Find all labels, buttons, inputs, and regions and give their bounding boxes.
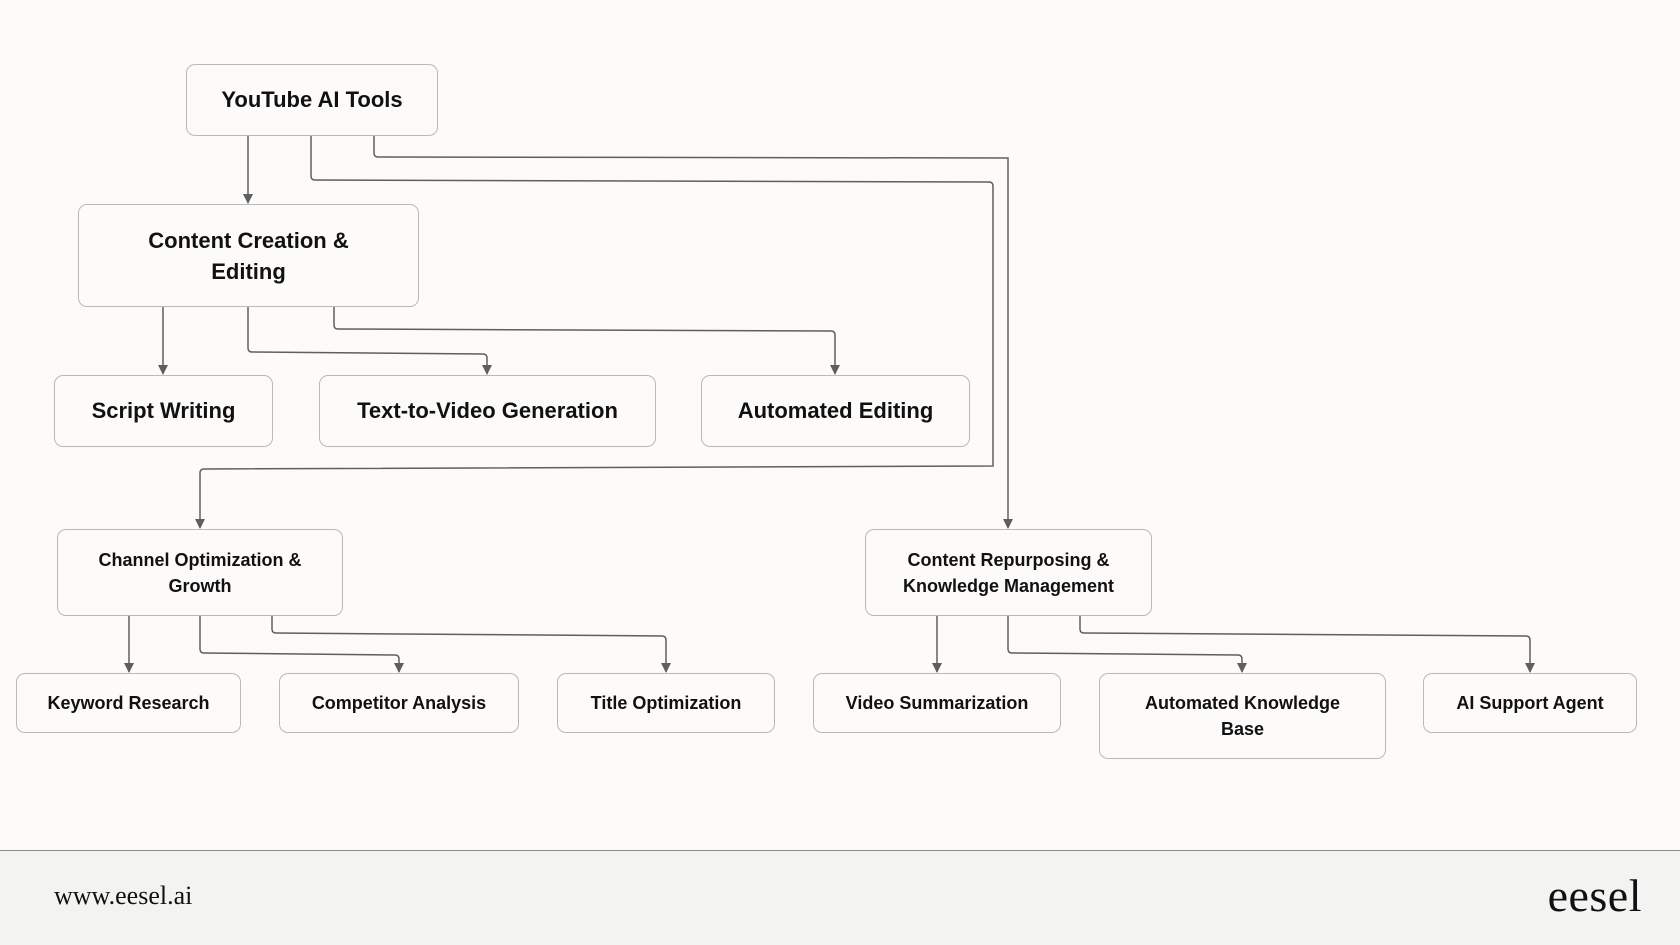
node-keyword-research: Keyword Research [16, 673, 241, 733]
edge-content-repurposing-to-automated-knowledge-base [1007, 616, 1247, 673]
edge-channel-optimization-to-title-optimization [271, 616, 671, 673]
node-title-optimization: Title Optimization [557, 673, 775, 733]
node-label: Title Optimization [590, 693, 742, 713]
node-label: Video Summarization [845, 693, 1029, 713]
edge-content-creation-to-text-to-video [247, 307, 492, 375]
node-label: Channel Optimization & Growth [98, 549, 302, 596]
node-script-writing: Script Writing [54, 375, 273, 447]
edge-root-to-content-repurposing [373, 136, 1013, 529]
node-label: YouTube AI Tools [221, 87, 403, 112]
node-text-to-video-generation: Text-to-Video Generation [319, 375, 656, 447]
node-label: Automated Editing [737, 398, 934, 423]
node-ai-support-agent: AI Support Agent [1423, 673, 1637, 733]
node-channel-optimization-growth: Channel Optimization & Growth [57, 529, 343, 616]
node-label: AI Support Agent [1456, 693, 1604, 713]
node-automated-editing: Automated Editing [701, 375, 970, 447]
edge-content-repurposing-to-ai-support-agent [1079, 616, 1535, 673]
node-label: Content Repurposing & Knowledge Manageme… [902, 549, 1115, 596]
node-label: Automated Knowledge Base [1144, 693, 1340, 739]
connector-lines [124, 136, 1535, 673]
edge-channel-optimization-to-competitor-analysis [199, 616, 404, 673]
edge-content-creation-to-automated-editing [333, 307, 840, 375]
eesel-logo: eesel [1547, 870, 1642, 921]
node-label: Competitor Analysis [311, 693, 487, 713]
edge-root-to-channel-optimization [195, 136, 994, 529]
footer-website-link[interactable]: www.eesel.ai [54, 881, 193, 910]
node-label: Text-to-Video Generation [357, 398, 618, 423]
footer-bar: www.eesel.ai eesel [0, 850, 1680, 945]
node-automated-knowledge-base: Automated Knowledge Base [1099, 673, 1386, 759]
hierarchy-diagram: YouTube AI Tools Content Creation & Edit… [16, 64, 1637, 759]
node-video-summarization: Video Summarization [813, 673, 1061, 733]
node-label: Keyword Research [47, 693, 210, 713]
node-content-repurposing-knowledge-management: Content Repurposing & Knowledge Manageme… [865, 529, 1152, 616]
node-youtube-ai-tools: YouTube AI Tools [186, 64, 438, 136]
node-competitor-analysis: Competitor Analysis [279, 673, 519, 733]
node-label: Content Creation & Editing [148, 227, 349, 284]
node-content-creation-editing: Content Creation & Editing [78, 204, 419, 307]
node-label: Script Writing [91, 398, 236, 423]
